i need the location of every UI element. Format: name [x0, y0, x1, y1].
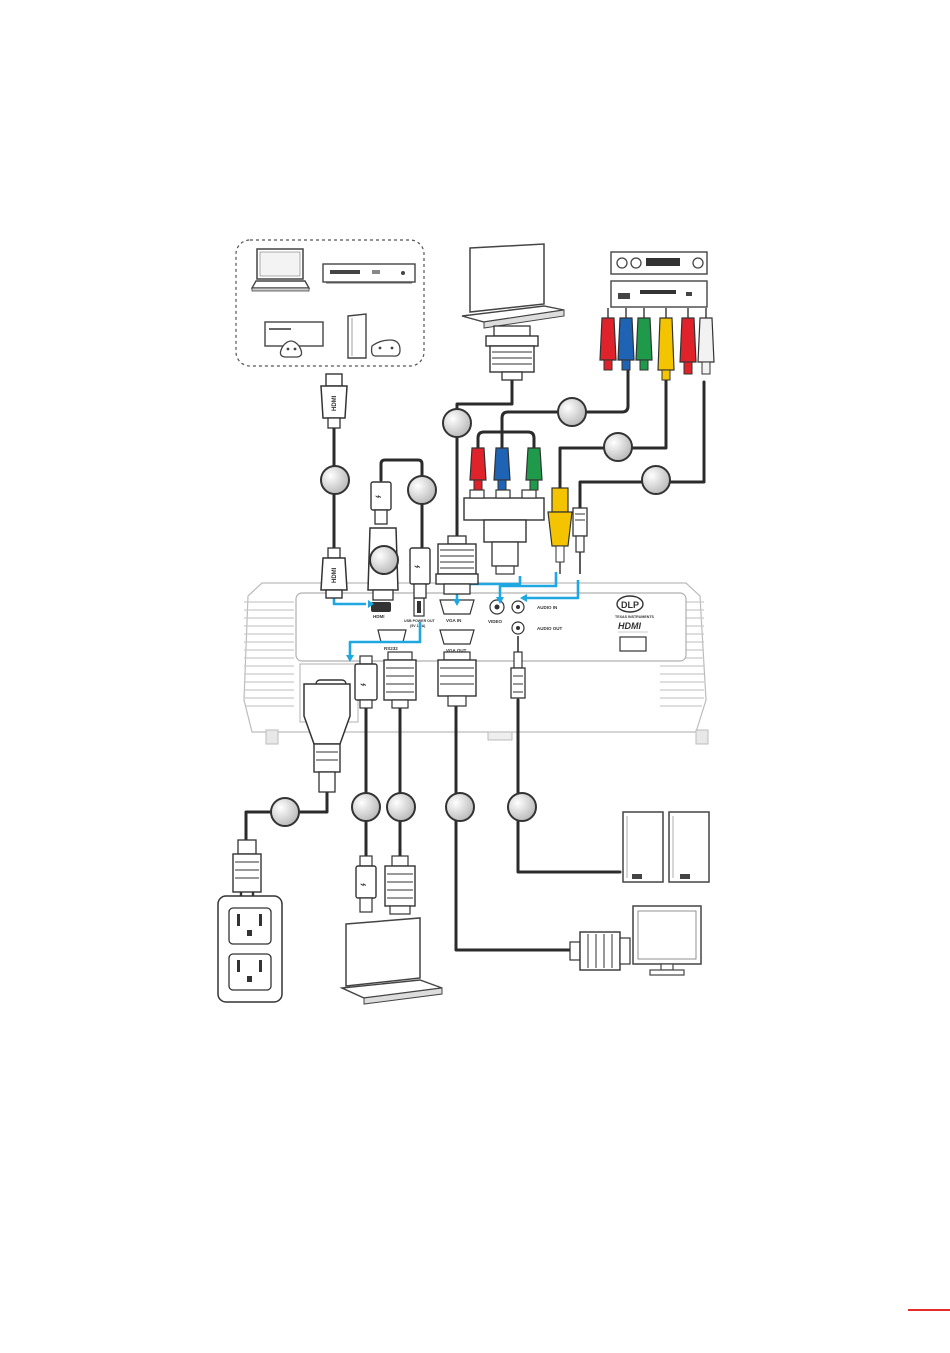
- svg-text:⌁: ⌁: [414, 560, 421, 573]
- xbox-console-icon: [265, 322, 323, 357]
- hdmi-port-label: HDMI: [373, 614, 385, 619]
- callout-component: [558, 398, 586, 426]
- svg-text:⌁: ⌁: [375, 490, 382, 503]
- laptop-icon: [252, 249, 309, 291]
- hdmi-connector-top: HDMI: [321, 374, 347, 428]
- callout-power: [271, 798, 299, 826]
- rs232-connector-top: [384, 652, 416, 708]
- projector-foot-left: [266, 730, 278, 744]
- callout-usb-power: [408, 476, 436, 504]
- dvd-player-icon: [323, 264, 415, 283]
- callout-audio-in: [642, 466, 670, 494]
- footer-accent-line: [908, 1309, 950, 1311]
- svg-text:HDMI: HDMI: [332, 567, 338, 583]
- hdmi-logo-text: HDMI: [618, 621, 641, 631]
- rca-plug-red: [470, 448, 486, 490]
- callout-audio-out: [508, 793, 536, 821]
- rca-plug-blue: [494, 448, 510, 490]
- vcr-icon: [611, 252, 707, 274]
- callout-vga-in: [443, 409, 471, 437]
- svg-text:HDMI: HDMI: [332, 395, 338, 411]
- callout-usb: [352, 793, 380, 821]
- usb-power-sublabel: (5V 1.5A): [410, 624, 426, 628]
- vga-in-label: VGA IN: [446, 618, 461, 623]
- hdmi-sources-group: [236, 240, 424, 366]
- rca-plug-yellow: [548, 488, 572, 574]
- monitor-icon: [633, 906, 701, 975]
- audio-in-cable: [580, 382, 704, 508]
- vga-connector-top: [486, 326, 538, 380]
- callout-rs232: [387, 793, 415, 821]
- video-port-label: VIDEO: [488, 619, 503, 624]
- rs232-label: RS232: [384, 646, 398, 651]
- dvd-player-icon: [611, 281, 707, 307]
- callout-dongle: [370, 546, 398, 574]
- callout-hdmi: [321, 466, 349, 494]
- dlp-logo-text: DLP: [621, 600, 639, 610]
- usb-connector-host-top: ⌁: [355, 656, 377, 708]
- audio-in-label: AUDIO IN: [537, 605, 557, 610]
- rca-plug-green: [526, 448, 542, 490]
- svg-text:⌁: ⌁: [360, 678, 367, 691]
- callout-vga-out: [446, 793, 474, 821]
- wall-outlet-icon: [218, 896, 282, 1002]
- ir-receiver: [620, 637, 646, 651]
- svg-text:⌁: ⌁: [360, 878, 367, 891]
- speakers-icon: [623, 812, 709, 882]
- av-sources-group: [611, 252, 707, 307]
- hdmi-connector-bottom: HDMI: [321, 548, 347, 598]
- audio-out-label: AUDIO OUT: [537, 626, 563, 631]
- dlp-logo-subtext: TEXAS INSTRUMENTS: [615, 615, 655, 619]
- laptop-icon: [342, 918, 442, 1004]
- playstation-console-icon: [348, 314, 400, 358]
- power-plug-projector: [304, 684, 350, 792]
- projector-foot-center: [488, 732, 512, 740]
- rs232-connector-bottom: [385, 856, 415, 914]
- rca-plugs-top: [600, 308, 714, 380]
- vga-connector-out-monitor: [570, 932, 630, 970]
- usb-connector-host-bottom: ⌁: [356, 856, 376, 912]
- callout-video: [604, 433, 632, 461]
- audio-in-plug: [573, 508, 587, 574]
- vga-out-cable: [456, 704, 570, 950]
- projector-foot-right: [696, 730, 708, 744]
- usb-connector-dongle: ⌁: [371, 482, 391, 524]
- component-split: [478, 432, 534, 448]
- vga-source-laptop-icon: [462, 244, 564, 328]
